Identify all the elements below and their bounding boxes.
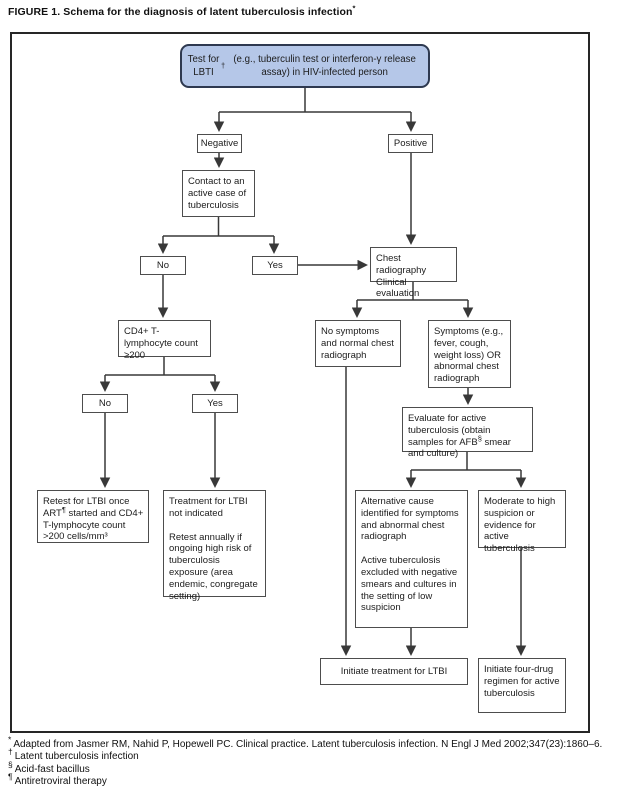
footnote-text: Adapted from Jasmer RM, Nahid P, Hopewel… — [13, 739, 603, 750]
node-negative: Negative — [197, 134, 242, 153]
chest-line-2: Clinical evaluation — [376, 276, 420, 300]
footnote-symbol: § — [8, 759, 13, 770]
node-test-lbti: Test for LBTI† (e.g., tuberculin test or… — [180, 44, 430, 88]
node-contact-active-case: Contact to an active case of tuberculosi… — [182, 170, 255, 217]
node-chest-radiography: Chest radiography Clinical evaluation — [370, 247, 457, 299]
node-evaluate-active-tb: Evaluate for active tuberculosis (obtain… — [402, 407, 533, 459]
node-contact-no: No — [140, 256, 186, 275]
node-initiate-ltbi-treatment: Initiate treatment for LTBI — [320, 658, 468, 685]
node-alternative-cause: Alternative cause identified for symptom… — [355, 490, 468, 628]
footnote-ltbi: †Latent tuberculosis infection — [8, 748, 640, 763]
node-no-symptoms: No symptoms and normal chest radiograph — [315, 320, 401, 367]
footnote-symbol: † — [8, 747, 13, 758]
node-cd4-count: CD4+ T-lymphocyte count ≥200 — [118, 320, 211, 361]
footnote-adapted-from: *Adapted from Jasmer RM, Nahid P, Hopewe… — [8, 735, 640, 751]
chest-line-1: Chest radiography — [376, 253, 427, 276]
footnote-text: Antiretroviral therapy — [14, 776, 107, 788]
footnote-symbol: ¶ — [8, 771, 13, 782]
node-initiate-four-drug: Initiate four-drug regimen for active tu… — [478, 658, 566, 713]
footnote-afb: §Acid-fast bacillus — [8, 760, 640, 776]
node-moderate-high-suspicion: Moderate to high suspicion or evidence f… — [478, 490, 566, 554]
footnote-art: ¶Antiretroviral therapy — [8, 773, 640, 788]
alt-cause-paragraph-1: Alternative cause identified for symptom… — [361, 496, 459, 543]
alt-cause-paragraph-2: Active tuberculosis excluded with negati… — [361, 555, 458, 614]
footnote-text: Acid-fast bacillus — [14, 763, 90, 775]
footnotes: *Adapted from Jasmer RM, Nahid P, Hopewe… — [8, 735, 640, 789]
node-contact-yes: Yes — [252, 256, 298, 275]
node-treatment-not-indicated: Treatment for LTBI not indicated Retest … — [163, 490, 266, 602]
node-cd4-yes: Yes — [192, 394, 238, 413]
treatment-paragraph-2: Retest annually if ongoing high risk of … — [169, 531, 258, 602]
figure-title: FIGURE 1. Schema for the diagnosis of la… — [8, 3, 356, 18]
footnote-symbol: * — [8, 734, 12, 745]
node-symptoms: Symptoms (e.g., fever, cough, weight los… — [428, 320, 511, 388]
treatment-paragraph-1: Treatment for LTBI not indicated — [169, 496, 248, 519]
node-positive: Positive — [388, 134, 433, 153]
footnote-text: Latent tuberculosis infection — [14, 751, 139, 763]
node-cd4-no: No — [82, 394, 128, 413]
node-retest-ltbi: Retest for LTBI once ART¶ started and CD… — [37, 490, 149, 543]
